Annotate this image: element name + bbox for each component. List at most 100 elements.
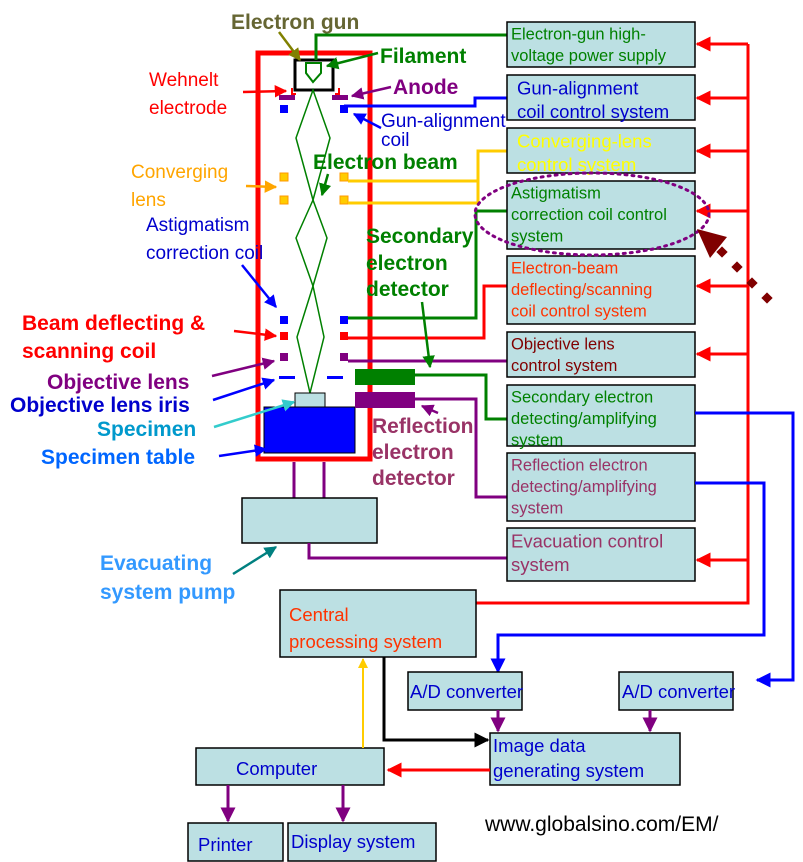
pointer-dot [716, 246, 728, 258]
control-box-label: Astigmatism [511, 185, 601, 203]
highlight-ellipse [473, 171, 711, 257]
label-evacuating-2: system pump [100, 581, 235, 604]
control-box-label: system [511, 432, 563, 450]
converging-lens-right-1 [339, 172, 349, 182]
pointer-electron-gun [278, 31, 301, 61]
label-astigmatism-1: Astigmatism [146, 215, 249, 236]
control-box-label: control system [517, 154, 636, 175]
evacuating-pump-box [241, 497, 378, 544]
control-box-column: Electron-gun high-voltage power supplyGu… [506, 21, 696, 582]
control-box-label: Electron-gun high- [511, 26, 646, 44]
electron-gun-housing [293, 58, 335, 92]
pointer-gun-alignment [352, 112, 382, 130]
central-processing-label-1: Central [289, 604, 349, 625]
label-filament: Filament [380, 45, 466, 68]
wehnelt-electrode-left [291, 88, 296, 95]
wire-gun-alignment [344, 96, 507, 108]
central-processing-label-2: processing system [289, 631, 442, 652]
image-data-label-1: Image data [493, 735, 586, 756]
computer-box [195, 747, 385, 786]
central-processing-box [279, 589, 477, 658]
pointer-anode [350, 85, 392, 100]
display-system-box [287, 822, 437, 862]
pointer-dot [746, 277, 758, 289]
control-box-label: correction coil control [511, 206, 667, 224]
pointer-objective-lens [211, 357, 276, 378]
anode-right [332, 95, 348, 100]
label-specimen: Specimen [97, 418, 196, 441]
wire-gun-hv [314, 33, 507, 60]
objective-iris-left [279, 376, 295, 379]
ad-converter-left-box [407, 671, 523, 711]
deflecting-coil-right [340, 332, 348, 340]
label-secondary-1: Secondary [366, 225, 474, 248]
control-box-label: system [511, 500, 563, 518]
control-box-label: voltage power supply [511, 47, 667, 65]
control-box-label: deflecting/scanning [511, 281, 652, 299]
filament-icon [305, 62, 322, 84]
control-box-label: control system [511, 357, 617, 375]
label-wehnelt-1: Wehnelt [149, 70, 219, 91]
wire-converging-1 [348, 149, 507, 183]
pointer-specimen-table [218, 444, 268, 458]
label-secondary-3: detector [366, 278, 449, 301]
arrow-cps-to-image [382, 657, 490, 748]
pointer-secondary [420, 301, 435, 369]
control-box [506, 127, 696, 174]
label-objective-iris: Objective lens iris [10, 394, 190, 417]
pointer-specimen [213, 399, 296, 429]
control-box-label: Objective lens [511, 336, 615, 354]
control-box [506, 21, 696, 68]
control-box-label: system [511, 554, 570, 575]
control-box [506, 331, 696, 378]
label-reflection-3: detector [372, 467, 455, 490]
label-electron-gun: Electron gun [231, 11, 359, 34]
ad-converter-right-label: A/D converter [622, 681, 735, 702]
electron-beam-middle [295, 198, 328, 289]
control-box-label: detecting/amplifying [511, 410, 657, 428]
control-box-label: Gun-alignment [517, 78, 638, 99]
wire-evacuation [307, 543, 507, 560]
wire-secondary [415, 373, 507, 421]
control-box [506, 180, 696, 250]
converging-lens-left-1 [279, 172, 289, 182]
ad-converter-left-label: A/D converter [410, 681, 523, 702]
pointer-dot [761, 292, 773, 304]
label-converging-2: lens [131, 190, 166, 211]
label-evacuating-1: Evacuating [100, 552, 212, 575]
converging-lens-left-2 [279, 195, 289, 205]
pointer-beam-deflecting [233, 328, 278, 341]
pointer-converging [245, 180, 278, 193]
printer-box [187, 822, 284, 862]
pointer-arrowhead [697, 229, 727, 258]
reflection-electron-detector [355, 392, 415, 408]
pointer-reflection [420, 404, 439, 417]
label-gun-alignment-2: coil [381, 130, 410, 151]
printer-label: Printer [198, 834, 253, 855]
specimen [294, 392, 326, 409]
computer-label: Computer [236, 758, 317, 779]
objective-lens-right [340, 353, 348, 361]
label-anode: Anode [393, 76, 458, 99]
display-system-label: Display system [291, 831, 415, 852]
control-box-label: detecting/amplifying [511, 478, 657, 496]
control-box [506, 384, 696, 447]
specimen-table [263, 406, 356, 454]
gun-alignment-coil-left [280, 105, 288, 113]
control-box [506, 255, 696, 325]
label-gun-alignment-1: Gun-alignment [381, 111, 506, 132]
converging-lens-right-2 [339, 195, 349, 205]
control-box-label: system [511, 228, 563, 246]
control-box [506, 527, 696, 582]
control-bus-arrows [695, 36, 748, 568]
control-box-label: Reflection electron [511, 457, 648, 475]
pointer-evacuating [232, 545, 278, 576]
pointer-astigmatism [241, 264, 277, 308]
wehnelt-electrode-right [335, 88, 340, 95]
signal-bus-reflection [490, 481, 766, 674]
pointer-objective-iris [212, 377, 276, 402]
anode-left [279, 95, 295, 100]
label-beam-deflecting-2: scanning coil [22, 340, 156, 363]
signal-bus-secondary [695, 411, 795, 688]
